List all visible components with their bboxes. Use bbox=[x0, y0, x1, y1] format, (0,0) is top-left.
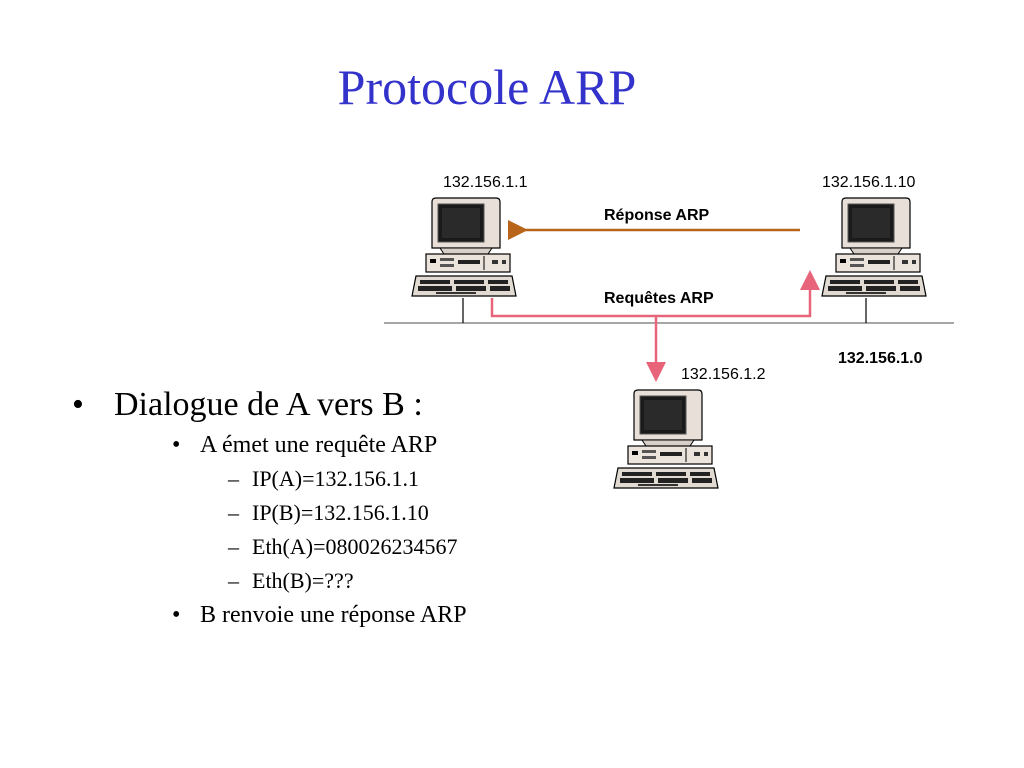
bullet-sub-2-text: B renvoie une réponse ARP bbox=[200, 602, 467, 628]
slide-title: Protocole ARP bbox=[337, 59, 637, 115]
dash-marker: – bbox=[228, 534, 239, 559]
bullet-marker: • bbox=[72, 386, 84, 423]
detail-item: –IP(A)=132.156.1.1 bbox=[72, 462, 467, 496]
bullet-sub-1-text: A émet une requête ARP bbox=[200, 432, 438, 458]
dash-marker: – bbox=[228, 500, 239, 525]
detail-item: –Eth(B)=??? bbox=[72, 564, 467, 598]
bullet-sub-1: • A émet une requête ARP bbox=[72, 428, 467, 462]
bullet-main-text: Dialogue de A vers B : bbox=[114, 386, 423, 423]
computer-host-a-icon bbox=[411, 197, 517, 297]
detail-ip-b: IP(B)=132.156.1.10 bbox=[252, 500, 429, 525]
network-address-label: 132.156.1.0 bbox=[838, 350, 923, 367]
detail-ip-a: IP(A)=132.156.1.1 bbox=[252, 466, 420, 491]
host-b-ip-label: 132.156.1.10 bbox=[822, 174, 916, 191]
dash-marker: – bbox=[228, 466, 239, 491]
detail-item: –IP(B)=132.156.1.10 bbox=[72, 496, 467, 530]
detail-eth-b: Eth(B)=??? bbox=[252, 568, 354, 593]
computer-host-c-icon bbox=[613, 389, 719, 489]
bullet-sub-2: • B renvoie une réponse ARP bbox=[72, 598, 467, 632]
host-a-ip-label: 132.156.1.1 bbox=[443, 174, 528, 191]
detail-item: –Eth(A)=080026234567 bbox=[72, 530, 467, 564]
bullet-marker: • bbox=[172, 432, 181, 458]
arp-request-path-to-b bbox=[490, 270, 820, 318]
bullet-main: • Dialogue de A vers B : bbox=[72, 382, 467, 428]
dash-marker: – bbox=[228, 568, 239, 593]
arp-request-label: Requêtes ARP bbox=[604, 290, 714, 307]
detail-eth-a: Eth(A)=080026234567 bbox=[252, 534, 458, 559]
arp-response-label: Réponse ARP bbox=[604, 207, 710, 224]
bullet-marker: • bbox=[172, 602, 181, 628]
bullet-list: • Dialogue de A vers B : • A émet une requ… bbox=[72, 382, 467, 632]
computer-host-b-icon bbox=[821, 197, 927, 297]
host-c-ip-label: 132.156.1.2 bbox=[681, 366, 766, 383]
